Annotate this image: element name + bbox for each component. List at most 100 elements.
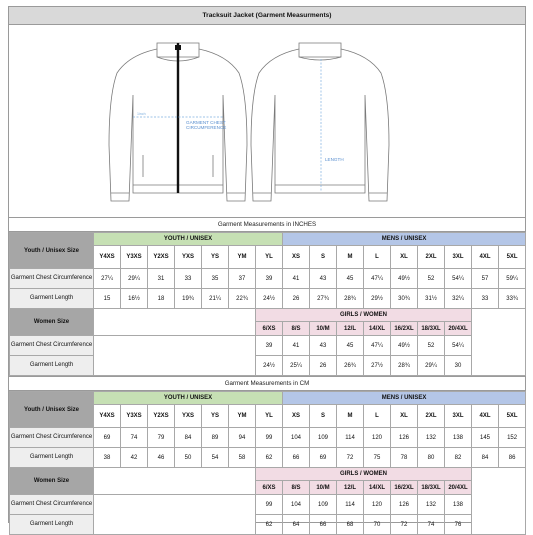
- size-label: 5XL: [498, 404, 527, 428]
- blank-area: [93, 494, 256, 535]
- table-cell: 27¼: [93, 268, 121, 289]
- size-label: XS: [282, 245, 311, 269]
- table-cell: 126: [390, 427, 419, 448]
- size-label: 8/S: [282, 321, 311, 336]
- size-label: Y4XS: [93, 245, 121, 269]
- size-label: 10/M: [309, 321, 338, 336]
- table-cell: 49½: [390, 268, 419, 289]
- size-label: 12/L: [336, 480, 365, 495]
- chest-row-label: Garment Chest Circumference: [9, 268, 94, 289]
- table-cell: 152: [498, 427, 527, 448]
- table-cell: 28¾: [336, 288, 365, 309]
- table-cell: 80: [417, 447, 446, 468]
- size-label: M: [336, 245, 365, 269]
- size-label: YM: [228, 404, 256, 428]
- table-cell: 66: [282, 447, 311, 468]
- table-cell: 62: [254, 447, 284, 468]
- mens-group-head: MENS / UNISEX: [282, 232, 527, 246]
- size-label: M: [336, 404, 365, 428]
- table-cell: 45: [336, 268, 365, 289]
- girls-group-head: GIRLS / WOMEN: [254, 467, 473, 481]
- table-cell: 62: [254, 514, 284, 535]
- size-label: L: [363, 404, 392, 428]
- table-cell: 37: [228, 268, 256, 289]
- size-label: 5XL: [498, 245, 527, 269]
- table-cell: 31: [147, 268, 175, 289]
- table-cell: 49½: [390, 335, 419, 356]
- size-label: XS: [282, 404, 311, 428]
- table-cell: 52: [417, 268, 446, 289]
- table-cell: 24½: [254, 355, 284, 376]
- table-cell: 120: [363, 427, 392, 448]
- size-label: YS: [201, 404, 229, 428]
- youth-size-head: Youth / Unisex Size: [9, 391, 94, 428]
- table-cell: 94: [228, 427, 256, 448]
- length-row-label: Garment Length: [9, 514, 94, 535]
- table-cell: 46: [147, 447, 175, 468]
- table-cell: 79: [147, 427, 175, 448]
- table-cell: 45: [336, 335, 365, 356]
- table-cell: 99: [254, 427, 284, 448]
- table-cell: 33: [174, 268, 202, 289]
- table-cell: 64: [282, 514, 311, 535]
- table-cell: 66: [309, 514, 338, 535]
- table-cell: 31½: [417, 288, 446, 309]
- length-row-label: Garment Length: [9, 447, 94, 468]
- table-cell: 30: [444, 355, 473, 376]
- table-cell: 109: [309, 427, 338, 448]
- youth-size-head: Youth / Unisex Size: [9, 232, 94, 269]
- table-cell: 78: [390, 447, 419, 468]
- table-cell: 74: [120, 427, 148, 448]
- blank-area: [93, 335, 256, 376]
- size-label: 20/4XL: [444, 480, 473, 495]
- table-cell: 32¼: [444, 288, 473, 309]
- chest-row-label: Garment Chest Circumference: [9, 335, 94, 356]
- table-cell: 26¾: [336, 355, 365, 376]
- table-cell: 104: [282, 494, 311, 515]
- table-cell: 43: [309, 335, 338, 356]
- table-cell: 47¼: [363, 268, 392, 289]
- size-label: 14/XL: [363, 321, 392, 336]
- size-label: Y2XS: [147, 404, 175, 428]
- size-label: YXS: [174, 404, 202, 428]
- zip-pull-icon: [175, 45, 181, 50]
- table-cell: 52: [417, 335, 446, 356]
- table-cell: 114: [336, 494, 365, 515]
- table-cell: 43: [309, 268, 338, 289]
- table-cell: 41: [282, 335, 311, 356]
- mens-group-head: MENS / UNISEX: [282, 391, 527, 405]
- size-label: 12/L: [336, 321, 365, 336]
- table-cell: 132: [417, 427, 446, 448]
- size-label: 2XL: [417, 245, 446, 269]
- table-cell: 21¼: [201, 288, 229, 309]
- table-cell: 29½: [363, 288, 392, 309]
- blank-area: [93, 467, 256, 495]
- table-cell: 58: [228, 447, 256, 468]
- size-label: 18/3XL: [417, 321, 446, 336]
- size-label: S: [309, 404, 338, 428]
- size-label: 16/2XL: [390, 480, 419, 495]
- table-cell: 72: [390, 514, 419, 535]
- table-cell: 76: [444, 514, 473, 535]
- size-label: YXS: [174, 245, 202, 269]
- table-cell: 29¼: [120, 268, 148, 289]
- women-size-head: Women Size: [9, 467, 94, 495]
- table-cell: 114: [336, 427, 365, 448]
- size-label: 14/XL: [363, 480, 392, 495]
- table-cell: 38: [93, 447, 121, 468]
- table-cell: 82: [444, 447, 473, 468]
- table-cell: 42: [120, 447, 148, 468]
- table-cell: 68: [336, 514, 365, 535]
- inch-mark: 1inch: [137, 112, 146, 116]
- chest-row-label: Garment Chest Circumference: [9, 494, 94, 515]
- size-label: Y3XS: [120, 245, 148, 269]
- table-cell: 33: [471, 288, 500, 309]
- table-cell: 132: [417, 494, 446, 515]
- table-cell: 26: [309, 355, 338, 376]
- table-cell: 138: [444, 427, 473, 448]
- table-cell: 72: [336, 447, 365, 468]
- table-cell: 35: [201, 268, 229, 289]
- size-label: 6/XS: [254, 321, 284, 336]
- size-label: S: [309, 245, 338, 269]
